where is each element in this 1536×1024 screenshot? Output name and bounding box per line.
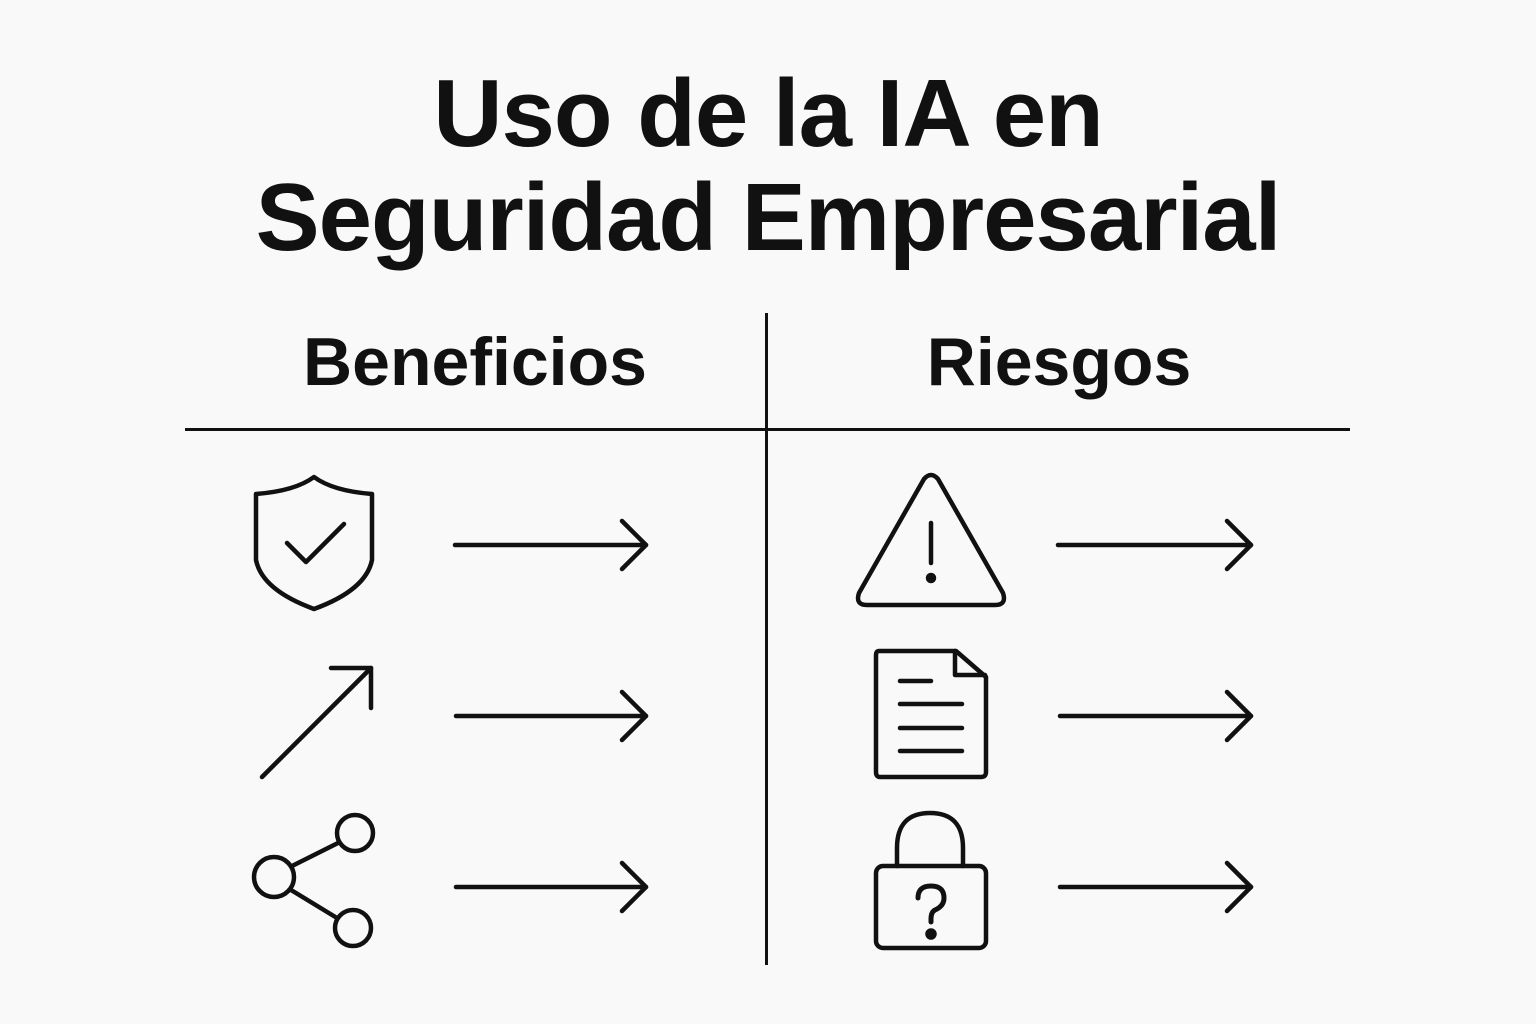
arrow-right-icon (453, 860, 649, 914)
arrow-right-icon (1055, 518, 1254, 572)
column-divider (765, 313, 768, 965)
page-title-line-2: Seguridad Empresarial (255, 164, 1282, 271)
column-heading-risks: Riesgos (926, 324, 1192, 400)
arrow-right-icon (1057, 689, 1254, 743)
column-heading-benefits: Beneficios (303, 324, 647, 400)
warning-triangle-icon (855, 472, 1007, 608)
shield-check-icon (253, 474, 375, 612)
arrow-right-icon (453, 689, 649, 743)
lock-question-icon (873, 810, 989, 951)
arrow-right-icon (1057, 860, 1254, 914)
document-icon (873, 648, 989, 780)
page-title-line-1: Uso de la IA en (433, 60, 1104, 167)
arrow-right-icon (452, 518, 649, 572)
trend-up-arrow-icon (259, 665, 374, 780)
share-network-icon (251, 812, 376, 949)
